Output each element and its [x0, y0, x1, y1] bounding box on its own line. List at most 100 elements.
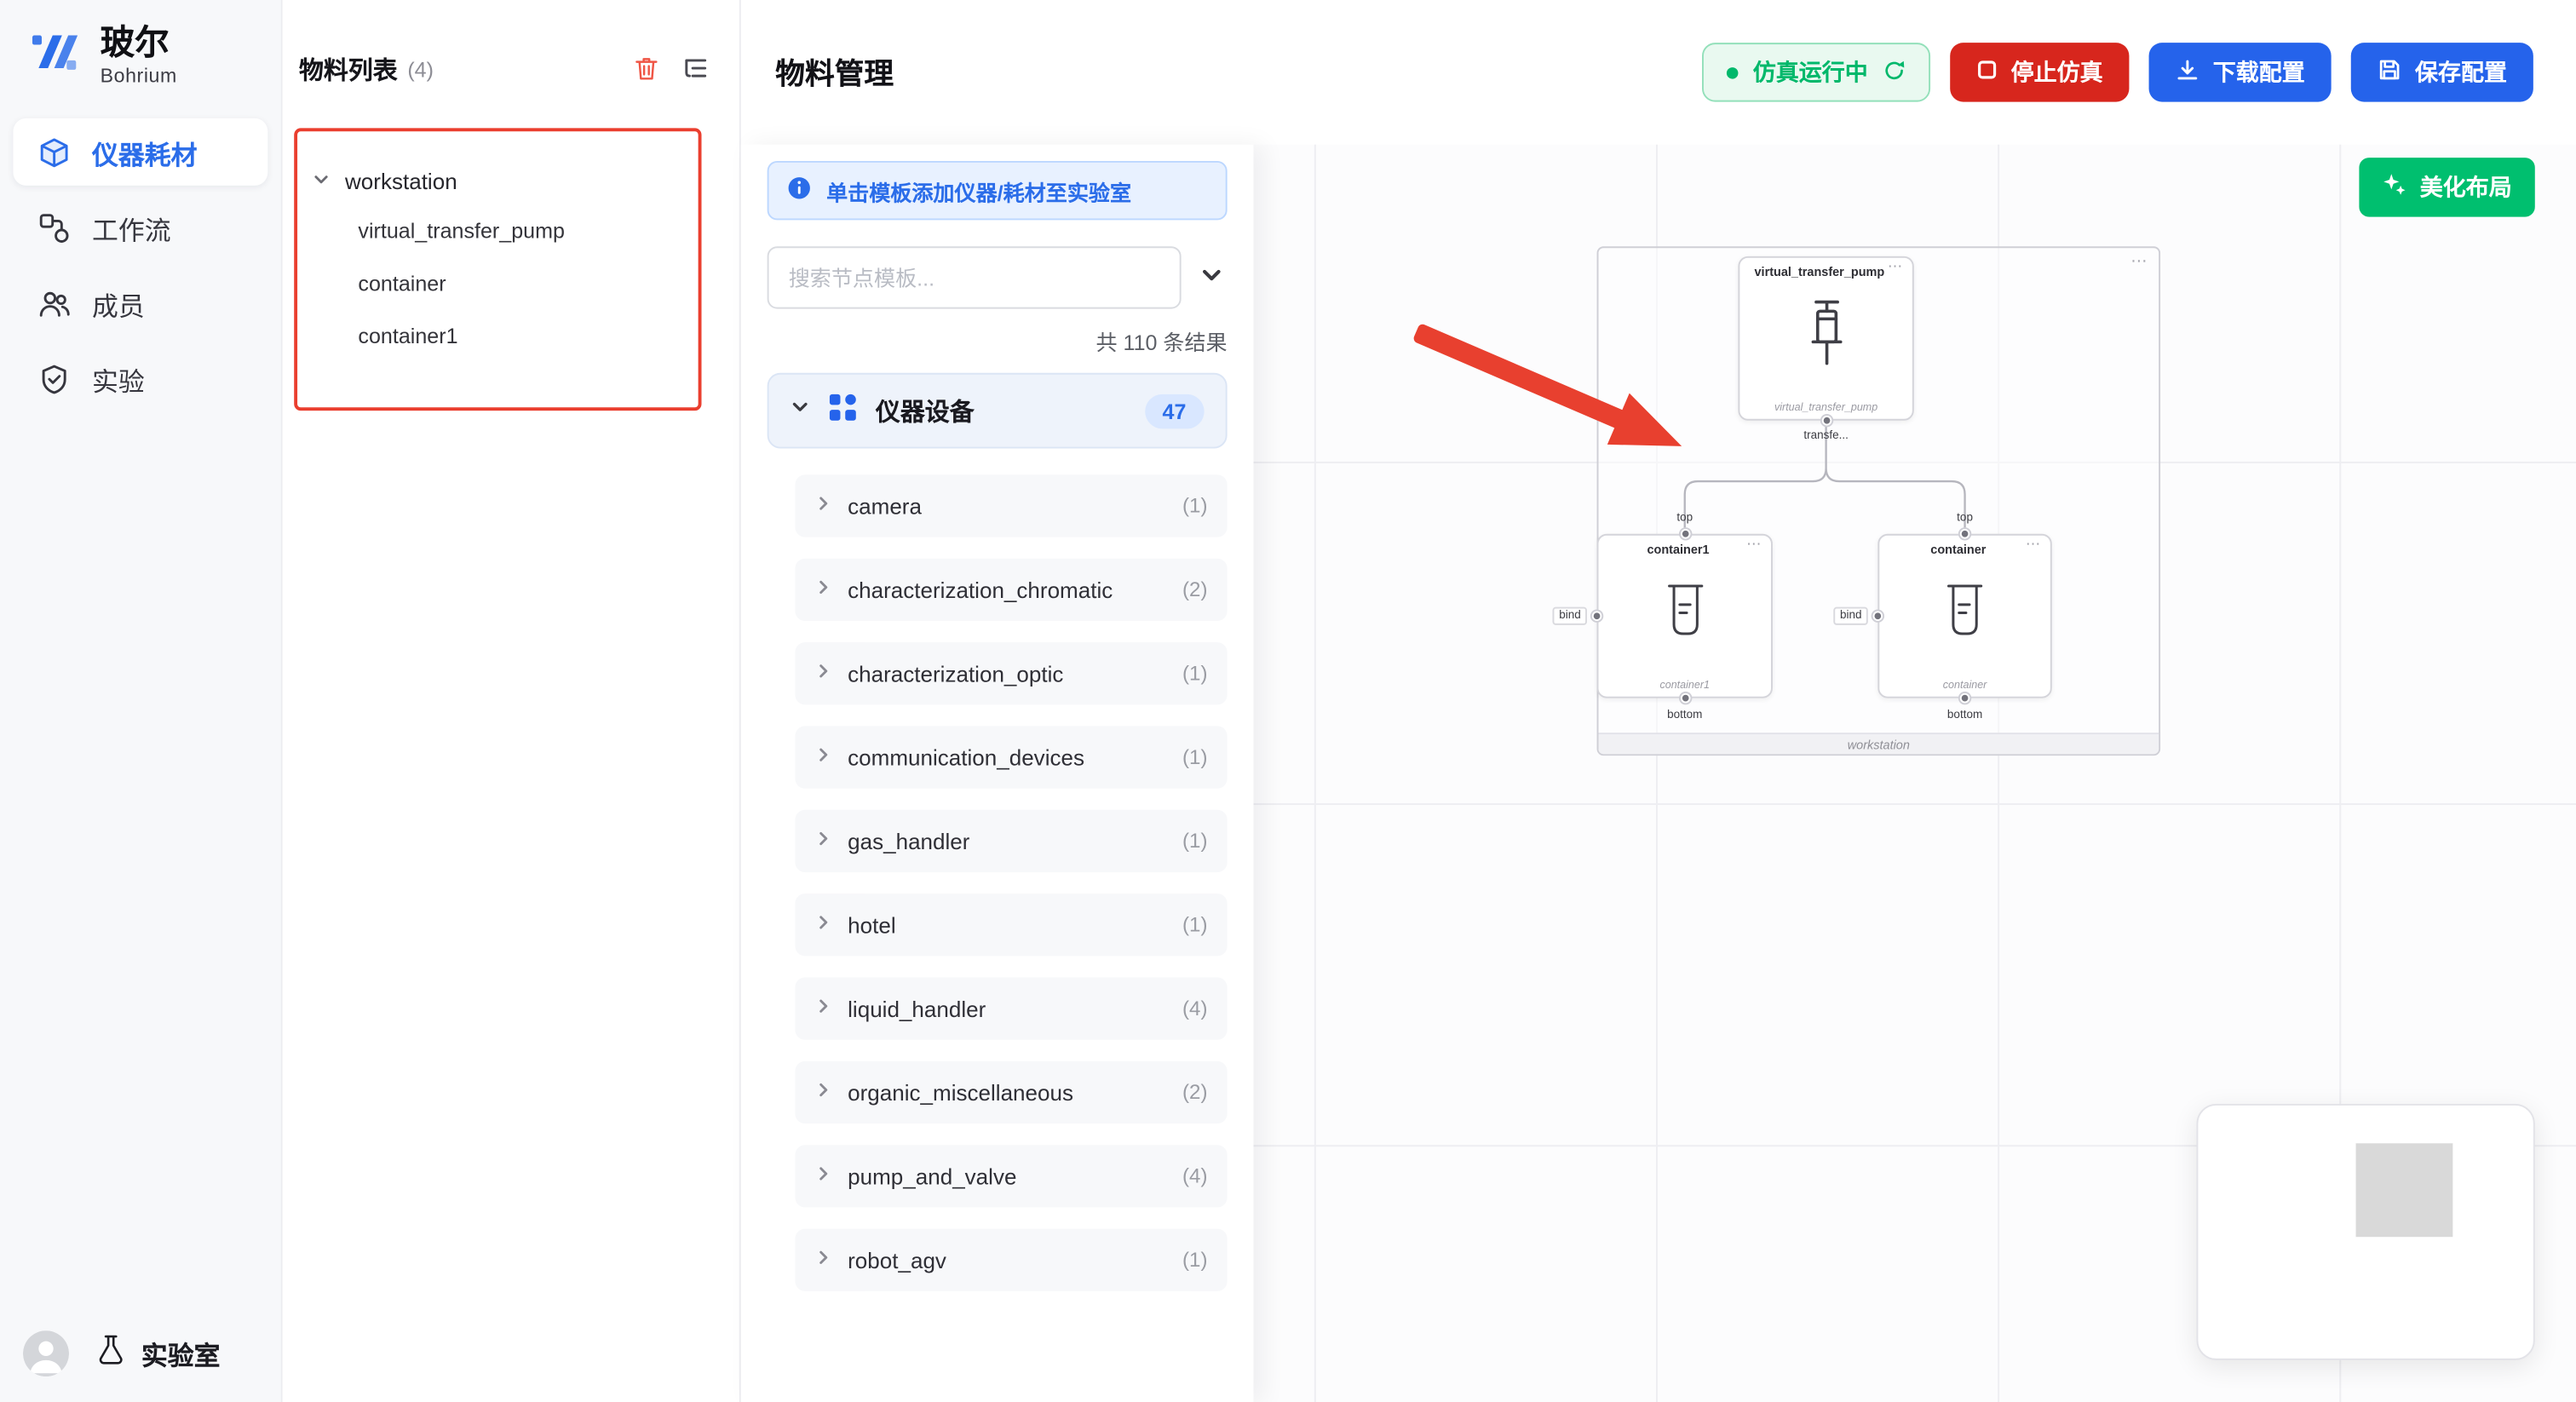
port-bind[interactable] — [1591, 611, 1602, 621]
node-more-icon[interactable]: ⋯ — [1746, 535, 1763, 552]
template-item-label: robot_agv — [848, 1247, 946, 1273]
shield-icon — [37, 362, 71, 395]
stop-simulation-button[interactable]: 停止仿真 — [1950, 43, 2130, 102]
search-input[interactable] — [767, 246, 1182, 309]
template-item-label: liquid_handler — [848, 996, 986, 1021]
save-label: 保存配置 — [2414, 59, 2507, 86]
node-virtual-transfer-pump[interactable]: virtual_transfer_pump ⋯ virtual_transfer… — [1738, 256, 1914, 442]
lab-label: 实验室 — [141, 1342, 221, 1371]
status-dot-icon — [1726, 66, 1739, 78]
port-bottom[interactable] — [1959, 692, 1970, 704]
sidebar-item-members[interactable]: 成员 — [13, 269, 267, 336]
members-icon — [37, 287, 71, 320]
tree-item-label: virtual_transfer_pump — [358, 217, 565, 243]
template-item-label: camera — [848, 493, 922, 519]
tree-item[interactable]: container — [312, 256, 710, 309]
port-label-top: top — [1676, 512, 1693, 525]
workflow-icon — [37, 211, 71, 244]
canvas-more-icon[interactable]: ⋯ — [2130, 252, 2150, 272]
template-item[interactable]: liquid_handler (4) — [795, 977, 1228, 1040]
save-config-button[interactable]: 保存配置 — [2350, 43, 2533, 102]
flask-icon — [95, 1333, 127, 1372]
port-bind[interactable] — [1872, 611, 1883, 621]
beautify-label: 美化布局 — [2419, 174, 2512, 201]
template-item-label: pump_and_valve — [848, 1164, 1017, 1189]
sidebar: 玻尔 Bohrium 仪器耗材 工作流 成员 — [0, 0, 283, 1402]
port-top[interactable] — [1679, 528, 1690, 539]
chevron-right-icon — [815, 994, 833, 1024]
workflow-canvas[interactable]: 美化布局 workstation ⋯ — [1253, 144, 2576, 1402]
port-bottom[interactable] — [1679, 692, 1690, 704]
template-item[interactable]: robot_agv (1) — [795, 1228, 1228, 1291]
material-list-title: 物料列表 — [298, 57, 398, 86]
page-title: 物料管理 — [775, 57, 894, 91]
template-item-count: (2) — [1182, 1080, 1208, 1104]
download-config-button[interactable]: 下载配置 — [2148, 43, 2332, 102]
brand[interactable]: 玻尔 Bohrium — [0, 0, 281, 118]
section-title: 仪器设备 — [875, 398, 975, 427]
tree-item-label: container — [358, 270, 446, 296]
material-list-count: (4) — [407, 57, 434, 83]
template-item[interactable]: characterization_optic (1) — [795, 642, 1228, 705]
sidebar-item-instruments[interactable]: 仪器耗材 — [13, 118, 268, 186]
node-container[interactable]: top container ⋯ container bind bottom — [1833, 513, 2052, 721]
minimap[interactable] — [2196, 1103, 2535, 1360]
simulation-status-badge[interactable]: 仿真运行中 — [1701, 43, 1931, 102]
beautify-layout-button[interactable]: 美化布局 — [2359, 158, 2535, 217]
template-item-count: (1) — [1182, 662, 1208, 686]
template-panel: 单击模板添加仪器/耗材至实验室 共 110 条结果 — [740, 144, 1254, 1402]
beaker-icon — [1657, 579, 1713, 650]
info-banner-text: 单击模板添加仪器/耗材至实验室 — [826, 180, 1132, 205]
info-icon — [787, 175, 812, 205]
port-label-top: top — [1957, 512, 1973, 525]
tree-view-button[interactable] — [681, 54, 710, 87]
lab-entry[interactable]: 实验室 — [95, 1333, 221, 1372]
port-bottom[interactable] — [1820, 415, 1831, 426]
info-banner[interactable]: 单击模板添加仪器/耗材至实验室 — [767, 160, 1228, 221]
tree-item[interactable]: container1 — [312, 309, 710, 362]
tree-view-icon — [681, 54, 710, 87]
template-item[interactable]: pump_and_valve (4) — [795, 1145, 1228, 1208]
node-more-icon[interactable]: ⋯ — [2025, 535, 2043, 552]
template-item-label: gas_handler — [848, 828, 970, 853]
avatar[interactable] — [22, 1330, 69, 1376]
sidebar-item-label: 成员 — [91, 293, 145, 322]
group-strip: workstation — [1598, 733, 2159, 755]
tree-item-workstation[interactable]: workstation — [312, 158, 710, 204]
trash-icon — [632, 54, 660, 87]
port-label-transfer: transfe... — [1803, 430, 1849, 442]
tree-item[interactable]: virtual_transfer_pump — [312, 204, 710, 256]
template-item[interactable]: camera (1) — [795, 474, 1228, 537]
template-item[interactable]: communication_devices (1) — [795, 726, 1228, 789]
node-title: container — [1930, 542, 1987, 557]
port-label-bottom: bottom — [1946, 710, 1983, 721]
port-top[interactable] — [1959, 528, 1970, 539]
template-item-count: (1) — [1182, 494, 1208, 518]
port-label-bind: bind — [1833, 606, 1869, 625]
collapse-panel-button[interactable] — [1196, 260, 1228, 296]
save-icon — [2378, 57, 2402, 87]
main: 物料管理 仿真运行中 停止仿真 — [740, 0, 2576, 1402]
sidebar-item-workflow[interactable]: 工作流 — [13, 194, 267, 261]
section-instrument-devices[interactable]: 仪器设备 47 — [767, 372, 1228, 449]
template-item-label: communication_devices — [848, 744, 1085, 770]
port-label-bind: bind — [1552, 606, 1588, 625]
chevron-right-icon — [815, 826, 833, 856]
template-item[interactable]: gas_handler (1) — [795, 809, 1228, 873]
sidebar-nav: 仪器耗材 工作流 成员 实验 — [0, 118, 281, 412]
stop-label: 停止仿真 — [2010, 59, 2103, 86]
sidebar-item-experiments[interactable]: 实验 — [13, 345, 267, 412]
delete-button[interactable] — [632, 54, 660, 87]
refresh-icon[interactable] — [1883, 58, 1906, 86]
node-more-icon[interactable]: ⋯ — [1887, 257, 1905, 275]
chevron-down-icon — [312, 169, 330, 193]
chevron-right-icon — [815, 1245, 833, 1275]
template-item[interactable]: hotel (1) — [795, 893, 1228, 957]
category-grid-icon — [828, 392, 858, 429]
template-item[interactable]: characterization_chromatic (2) — [795, 558, 1228, 621]
node-container1[interactable]: top container1 ⋯ container1 bind bottom — [1552, 513, 1773, 721]
material-list-header: 物料列表 (4) — [283, 0, 739, 87]
template-item[interactable]: organic_miscellaneous (2) — [795, 1060, 1228, 1124]
result-count: 共 110 条结果 — [1095, 330, 1228, 355]
